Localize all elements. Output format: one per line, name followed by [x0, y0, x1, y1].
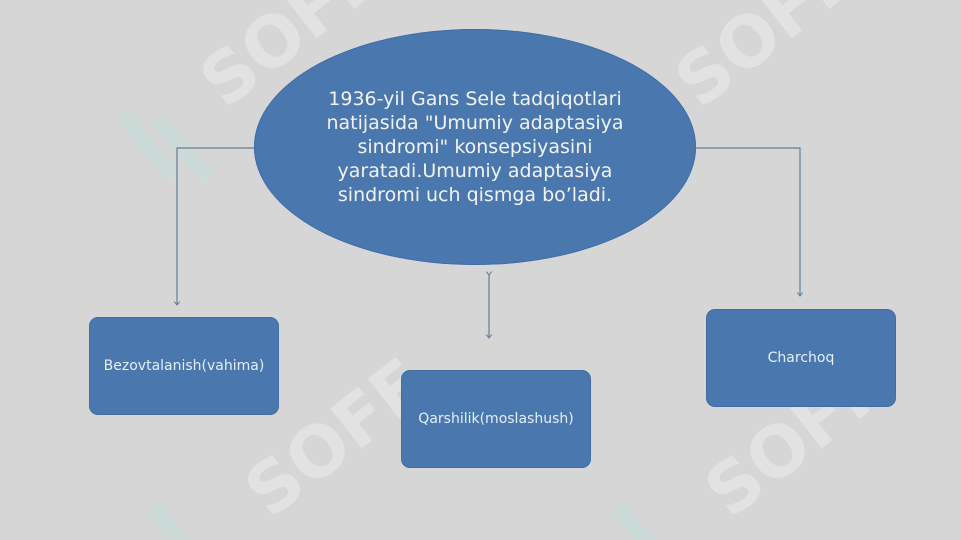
stage-label-exhaustion: Charchoq — [767, 350, 835, 366]
stage-box-alarm: Bezovtalanish(vahima) — [89, 317, 279, 415]
stage-label-resistance: Qarshilik(moslashush) — [418, 411, 574, 427]
center-ellipse: 1936-yil Gans Sele tadqiqotlari natijasi… — [254, 29, 696, 265]
stage-box-resistance: Qarshilik(moslashush) — [401, 370, 591, 468]
stage-label-alarm: Bezovtalanish(vahima) — [103, 358, 265, 374]
connector-left — [177, 147, 256, 305]
connector-right — [696, 147, 800, 296]
center-text: 1936-yil Gans Sele tadqiqotlari natijasi… — [326, 88, 624, 206]
stage-box-exhaustion: Charchoq — [706, 309, 896, 407]
